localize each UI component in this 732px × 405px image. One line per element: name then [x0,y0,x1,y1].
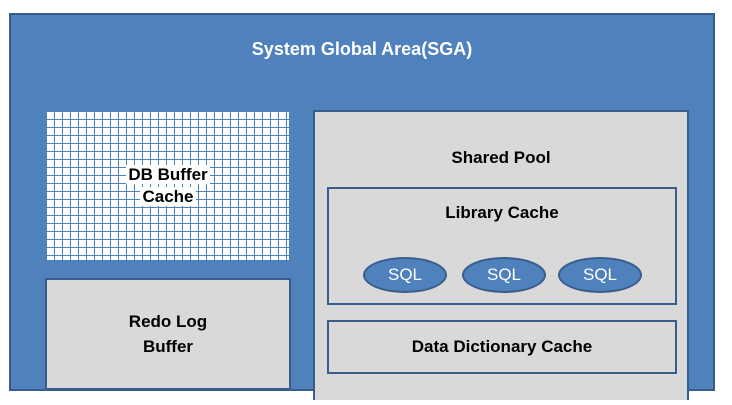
db-buffer-cache-label: DB Buffer Cache [47,164,289,208]
redo-log-buffer-line-2: Buffer [142,337,194,356]
redo-log-buffer-block: Redo Log Buffer [45,278,291,390]
data-dictionary-cache-label: Data Dictionary Cache [411,337,593,356]
system-global-area: System Global Area(SGA) DB Buffer Cache … [9,13,715,400]
sga-title: System Global Area(SGA) [251,39,473,59]
shared-pool-title: Shared Pool [451,148,551,167]
sql-ellipse: SQL [558,257,642,293]
library-cache-block: Library Cache SQL SQL SQL [327,187,677,305]
redo-log-buffer-label: Redo Log Buffer [47,309,289,359]
sql-ellipse: SQL [462,257,546,293]
redo-log-buffer-line-1: Redo Log [128,312,208,331]
db-buffer-cache-line-1: DB Buffer [126,165,210,184]
db-buffer-cache-line-2: Cache [140,187,196,206]
db-buffer-cache-block: DB Buffer Cache [45,110,291,262]
library-cache-title: Library Cache [445,203,559,222]
shared-pool-block: Shared Pool Library Cache SQL SQL SQL Da… [313,110,689,400]
data-dictionary-cache-block: Data Dictionary Cache [327,320,677,374]
sql-ellipse: SQL [363,257,447,293]
